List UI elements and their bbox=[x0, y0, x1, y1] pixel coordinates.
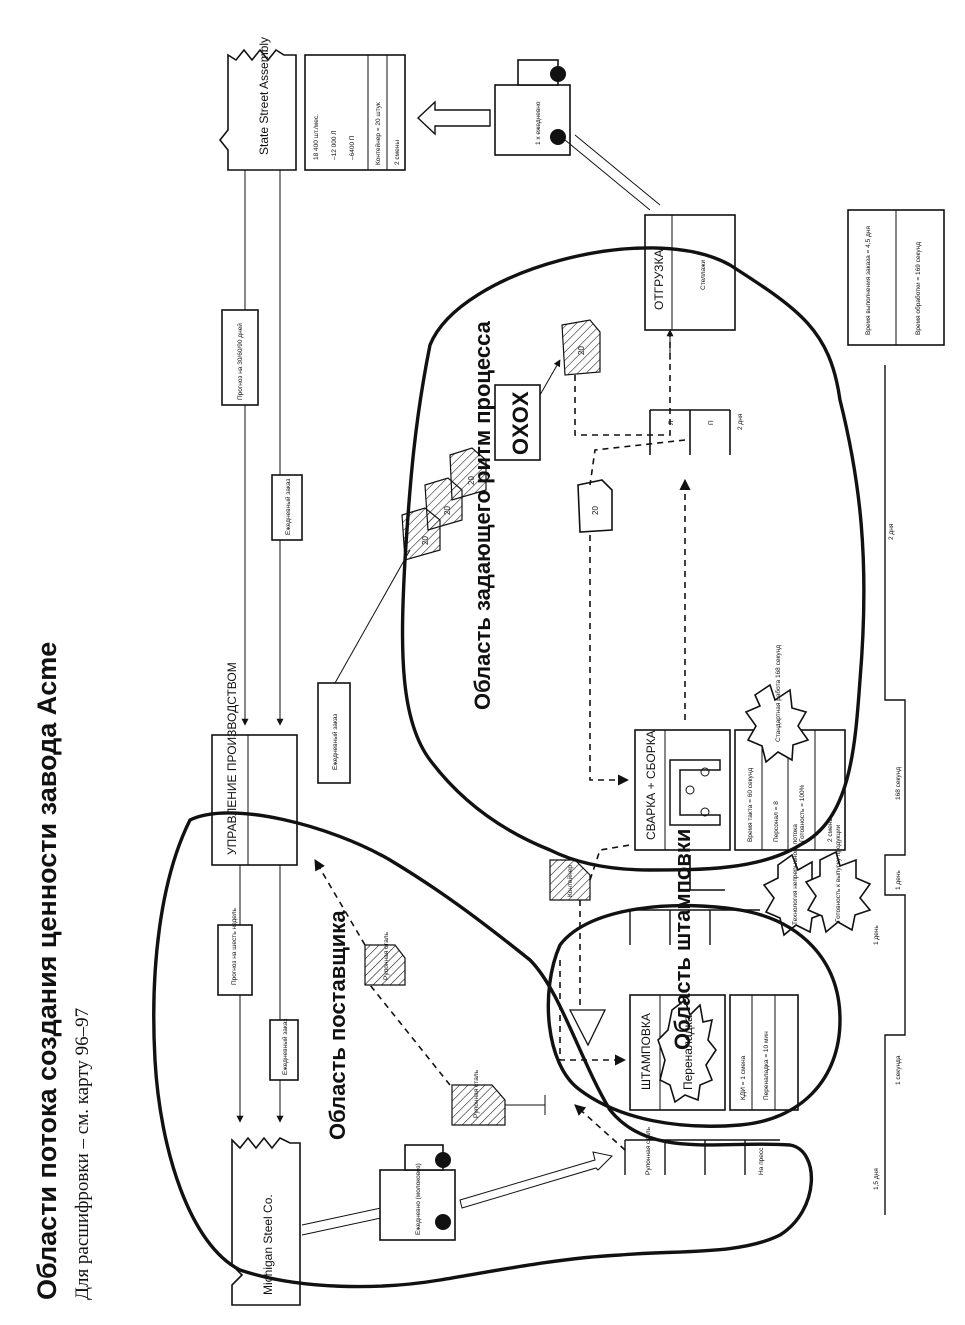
coil-kanban-1-label: Рулонная сталь bbox=[473, 1069, 480, 1118]
stamping-kaizen-label: Переналадка bbox=[681, 1015, 695, 1090]
supplier-name: Michigan Steel Co. bbox=[261, 1194, 275, 1295]
signal-kanban-triangle bbox=[568, 1009, 607, 1047]
forecast-supplier-label: Прогноз на шесть недель bbox=[231, 908, 238, 985]
customer-shifts: 2 смены bbox=[394, 140, 401, 165]
kaizen-standard-work-label: Стандартная работа 168 секунд bbox=[774, 645, 782, 742]
kanban-20-a: 20 bbox=[421, 536, 430, 545]
shipping-name: ОТГРУЗКА bbox=[652, 249, 666, 310]
kaizen-burst-continuous-flow: Технология непрерывного потока bbox=[762, 824, 830, 937]
daily-order-customer-label: Ежедневный заказ bbox=[284, 479, 292, 535]
coil-kanban-2-label: Рулонная сталь bbox=[383, 931, 390, 980]
fg-days-label: 2 дня bbox=[737, 413, 744, 430]
weld-shifts: 2 смены bbox=[827, 817, 834, 842]
supplier-truck: Ежедневно (молоковоз) bbox=[379, 1144, 456, 1241]
page-subtitle: Для расшифровки – см. карту 96–97 bbox=[72, 1008, 93, 1300]
customer-name: State Street Assembly bbox=[257, 37, 271, 155]
kanban-20-e-label: 20 bbox=[591, 506, 600, 515]
raw-supermarket-label: Рулонная сталь bbox=[645, 1126, 652, 1175]
fg-right-label: П bbox=[708, 420, 715, 425]
page-title: Области потока создания ценности завода … bbox=[32, 642, 62, 1300]
raw-supermarket: Рулонная сталь На пресс bbox=[624, 1126, 780, 1175]
timeline-lead-3: 1 день bbox=[895, 870, 902, 890]
heijunka-kanbans: 20 20 20 bbox=[401, 447, 487, 561]
coil-kanban-1 bbox=[451, 1084, 506, 1126]
load-leveling-box: OXOX bbox=[494, 384, 541, 461]
kaizen-readiness-label: Готовность к выпуску продукции bbox=[835, 824, 842, 922]
timeline-lead-2: 1 день bbox=[873, 925, 880, 945]
forecast-customer-box: Прогноз на 30/60/90 дней bbox=[221, 309, 259, 406]
weld-assembly-name: СВАРКА + СБОРКА bbox=[644, 730, 658, 840]
daily-order-kanban-box: Ежедневный заказ bbox=[317, 682, 351, 784]
load-leveling-label: OXOX bbox=[508, 391, 533, 455]
production-control-box: УПРАВЛЕНИЕ ПРОИЗВОДСТВОМ bbox=[211, 662, 298, 866]
timeline-process-2: 168 секунд bbox=[895, 767, 902, 800]
forecast-customer-label: Прогноз на 30/60/90 дней bbox=[236, 323, 244, 400]
daily-order-supplier-label: Ежедневный заказ bbox=[281, 1019, 289, 1075]
customer-container: Контейнер = 20 штук bbox=[374, 102, 382, 165]
fg-left-label: Л bbox=[668, 421, 675, 425]
kanban-20-d-label: 20 bbox=[577, 346, 586, 355]
pacemaker-area-loop bbox=[400, 246, 866, 872]
supplier-factory: Michigan Steel Co. bbox=[231, 1136, 301, 1306]
weld-takt: Время такта = 60 секунд bbox=[747, 768, 754, 842]
kanban-20-e bbox=[577, 479, 613, 533]
container-kanban-label: Контейнер bbox=[566, 865, 574, 897]
shipment-arrow-supplier bbox=[459, 1151, 614, 1209]
customer-demand: 18 400 шт./мес. bbox=[313, 114, 320, 160]
processing-time-total: Время обработки = 169 секунд bbox=[914, 242, 922, 335]
kanban-20-d bbox=[561, 319, 601, 376]
daily-order-supplier-box: Ежедневный заказ bbox=[269, 1019, 299, 1081]
supplier-truck-label: Ежедневно (молоковоз) bbox=[415, 1163, 422, 1235]
daily-order-kanban-label: Ежедневный заказ bbox=[331, 714, 339, 770]
kanban-20-b: 20 bbox=[443, 506, 452, 515]
lead-time-total: Время выполнения заказа = 4,5 дня bbox=[865, 226, 872, 335]
supplier-area-label: Область поставщика bbox=[325, 910, 350, 1140]
stamping-name: ШТАМПОВКА bbox=[639, 1013, 653, 1090]
customer-demand-left: –12 000 Л bbox=[331, 130, 338, 160]
kaizen-burst-readiness: Готовность к выпуску продукции bbox=[804, 824, 872, 934]
press-label: На пресс bbox=[758, 1147, 765, 1175]
forecast-supplier-box: Прогноз на шесть недель bbox=[217, 908, 253, 996]
weld-staff: Персонал = 8 bbox=[773, 801, 780, 842]
kanban-20-c: 20 bbox=[467, 476, 476, 485]
customer-truck: 1 х ежедневно bbox=[494, 59, 571, 156]
stamping-epe: КДИ = 1 смена bbox=[740, 1055, 747, 1100]
production-control-label: УПРАВЛЕНИЕ ПРОИЗВОДСТВОМ bbox=[225, 662, 239, 855]
stamping-kaizen-burst: Переналадка bbox=[657, 998, 717, 1104]
coil-kanban-2 bbox=[364, 944, 406, 986]
customer-demand-right: –6400 П bbox=[349, 135, 356, 160]
shipment-arrow-customer bbox=[416, 100, 491, 136]
stamping-changeover: Переналадка = 10 мин bbox=[763, 1031, 770, 1100]
shipping-process: ОТГРУЗКА Стеллажи bbox=[644, 214, 736, 331]
customer-truck-label: 1 х ежедневно bbox=[535, 101, 542, 145]
pacemaker-area-label: Область задающего ритм процесса bbox=[470, 320, 495, 710]
customer-factory: State Street Assembly bbox=[218, 37, 297, 171]
stamping-area-label: Область штамповки bbox=[670, 829, 695, 1050]
supplier-area-loop bbox=[152, 811, 813, 1289]
timeline-summary: Время выполнения заказа = 4,5 дня Время … bbox=[847, 209, 945, 346]
kaizen-continuous-flow-label: Технология непрерывного потока bbox=[792, 824, 799, 925]
shipping-sub: Стеллажи bbox=[700, 259, 707, 290]
stamping-area-loop bbox=[546, 903, 842, 1128]
daily-order-customer-box: Ежедневный заказ bbox=[271, 474, 303, 541]
stamping-supermarket bbox=[629, 909, 760, 945]
weld-assembly-process: СВАРКА + СБОРКА Время такта = 60 секунд … bbox=[634, 729, 846, 851]
weld-uptime: Готовность = 100% bbox=[799, 784, 806, 842]
timeline-process-1: 1 секунда bbox=[895, 1055, 902, 1085]
timeline-lead-4: 2 дня bbox=[888, 523, 895, 540]
kaizen-burst-standard-work: Стандартная работа 168 секунд bbox=[744, 645, 810, 764]
finished-goods-supermarket: Л П 2 дня bbox=[649, 409, 744, 455]
timeline-lead-1: 1,5 дня bbox=[873, 1168, 880, 1190]
customer-data-box: 18 400 шт./мес. –12 000 Л –6400 П Контей… bbox=[304, 54, 406, 171]
timeline: 1,5 дня 1 день 1 день 2 дня 1 секунда 16… bbox=[873, 365, 906, 1215]
